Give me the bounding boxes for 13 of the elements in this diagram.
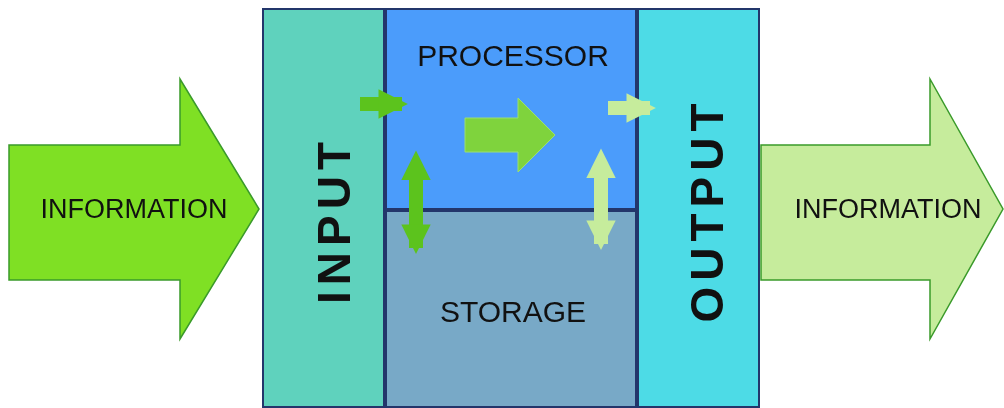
node-label: INFORMATION: [40, 193, 228, 225]
vertical-label: OUTPUT: [680, 97, 734, 323]
vertical-band: [262, 8, 385, 408]
arrow: [360, 89, 408, 119]
arrow: [586, 148, 616, 250]
node-label: PROCESSOR: [417, 39, 609, 73]
node-label: INFORMATION: [794, 193, 982, 225]
vertical-label: INPUT: [307, 136, 361, 304]
arrow: [608, 93, 656, 123]
storage-box: [385, 210, 637, 408]
node-label: STORAGE: [439, 295, 587, 329]
vertical-band: [637, 8, 760, 408]
arrow: [401, 150, 431, 254]
